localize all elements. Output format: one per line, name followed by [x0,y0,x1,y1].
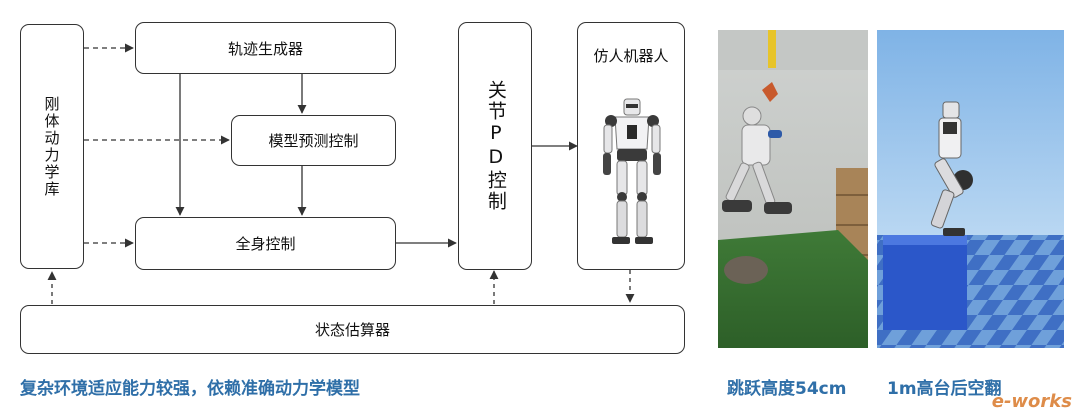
humanoid-robot-illustration [603,98,661,244]
mpc-label: 模型预测控制 [268,132,359,150]
joint-pd-control-box: 关节PD控制 [458,22,532,270]
joint-pd-control-label: 关节PD控制 [484,80,507,212]
whole-body-control-box: 全身控制 [135,217,396,270]
whole-body-control-label: 全身控制 [235,235,296,253]
humanoid-robot-label: 仿人机器人 [593,47,669,65]
ework-watermark: e-works [991,391,1072,412]
trajectory-generator-box: 轨迹生成器 [135,22,396,74]
humanoid-robot-box: 仿人机器人 [577,22,685,270]
jump-caption: 跳跃高度54cm [727,379,847,399]
main-caption: 复杂环境适应能力较强，依赖准确动力学模型 [20,379,360,399]
rigid-body-library-box: 刚体动力学库 [20,24,84,269]
state-estimator-box: 状态估算器 [20,305,685,354]
state-estimator-label: 状态估算器 [314,321,390,339]
jump-photo-illustration [718,30,868,348]
backflip-caption: 1m高台后空翻 [887,379,1002,399]
backflip-photo-illustration [877,30,1064,348]
rigid-body-library-label: 刚体动力学库 [42,95,61,198]
backflip-photo [877,30,1064,348]
mpc-box: 模型预测控制 [231,115,396,166]
trajectory-generator-label: 轨迹生成器 [227,39,303,58]
jump-photo [718,30,868,348]
